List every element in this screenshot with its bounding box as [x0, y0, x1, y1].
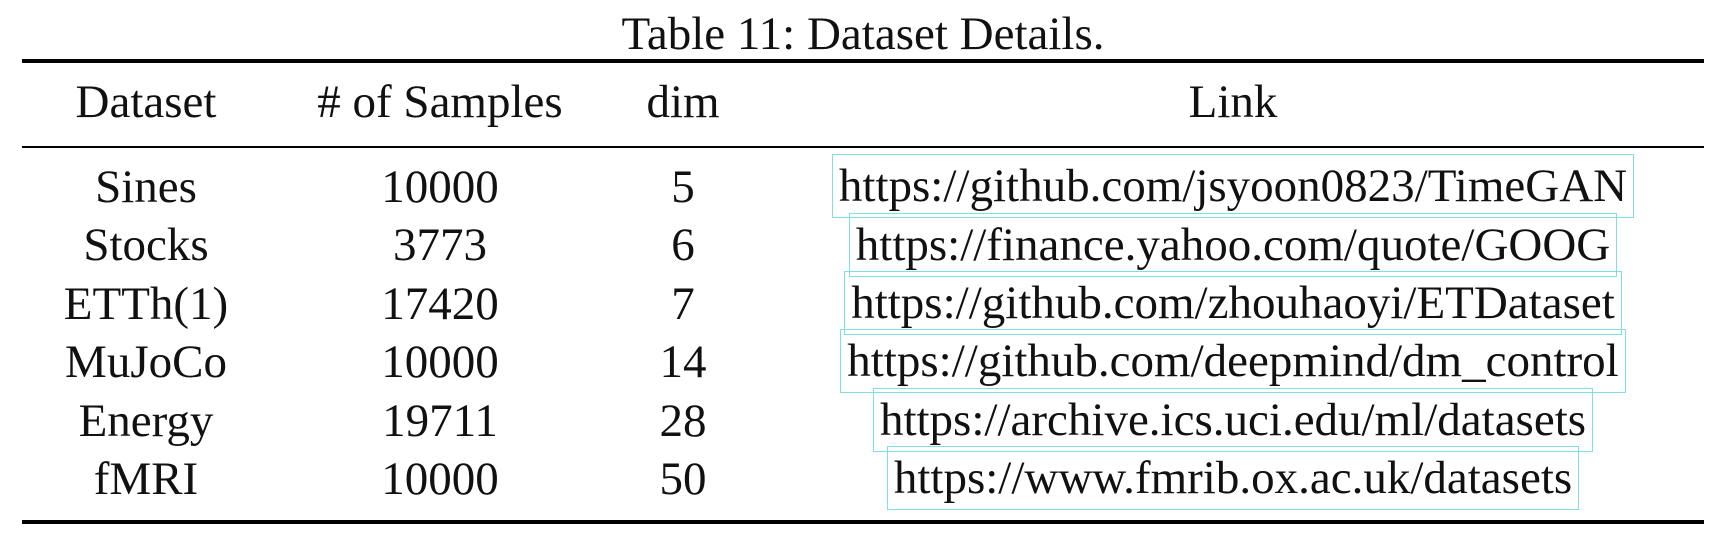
- dim-cell: 14: [659, 336, 707, 389]
- link-cell: https://finance.yahoo.com/quote/GOOG: [773, 212, 1693, 277]
- dataset-link[interactable]: https://github.com/zhouhaoyi/ETDataset: [844, 270, 1622, 335]
- table-row: Stocks 3773 6 https://finance.yahoo.com/…: [0, 212, 1726, 277]
- dataset-link[interactable]: https://www.fmrib.ox.ac.uk/datasets: [886, 446, 1580, 511]
- dataset-cell: ETTh(1): [63, 277, 229, 330]
- link-cell: https://www.fmrib.ox.ac.uk/datasets: [773, 446, 1693, 511]
- dim-cell: 28: [659, 394, 707, 447]
- link-cell: https://github.com/zhouhaoyi/ETDataset: [773, 270, 1693, 335]
- samples-cell: 19711: [382, 394, 498, 447]
- bottom-rule: [22, 520, 1704, 524]
- dim-cell: 50: [659, 452, 707, 505]
- header-dim: dim: [646, 76, 720, 128]
- samples-cell: 10000: [381, 161, 499, 213]
- link-cell: https://github.com/jsyoon0823/TimeGAN: [773, 154, 1693, 219]
- header-dataset: Dataset: [75, 76, 217, 128]
- table-row: MuJoCo 10000 14 https://github.com/deepm…: [0, 329, 1726, 394]
- dataset-cell: Energy: [78, 394, 214, 447]
- table-row: ETTh(1) 17420 7 https://github.com/zhouh…: [0, 270, 1726, 335]
- dim-cell: 6: [671, 219, 695, 272]
- dataset-cell: MuJoCo: [65, 336, 227, 389]
- link-cell: https://archive.ics.uci.edu/ml/datasets: [773, 387, 1693, 452]
- samples-cell: 17420: [381, 277, 499, 330]
- dataset-link[interactable]: https://archive.ics.uci.edu/ml/datasets: [872, 387, 1594, 452]
- dataset-link[interactable]: https://github.com/deepmind/dm_control: [840, 329, 1626, 394]
- table-row: Energy 19711 28 https://archive.ics.uci.…: [0, 387, 1726, 452]
- top-rule: [22, 59, 1704, 63]
- table-row: Sines 10000 5 https://github.com/jsyoon0…: [0, 154, 1726, 219]
- dim-cell: 5: [671, 161, 695, 213]
- header-rule: [22, 146, 1704, 148]
- dataset-link[interactable]: https://github.com/jsyoon0823/TimeGAN: [831, 154, 1635, 219]
- dataset-cell: fMRI: [93, 452, 199, 505]
- table-row: fMRI 10000 50 https://www.fmrib.ox.ac.uk…: [0, 446, 1726, 511]
- samples-cell: 10000: [381, 336, 499, 389]
- header-samples: # of Samples: [317, 76, 563, 128]
- table-body: Sines 10000 5 https://github.com/jsyoon0…: [0, 154, 1726, 511]
- samples-cell: 10000: [381, 452, 499, 505]
- table-caption: Table 11: Dataset Details.: [621, 8, 1105, 60]
- dataset-cell: Stocks: [83, 219, 209, 272]
- dataset-link[interactable]: https://finance.yahoo.com/quote/GOOG: [848, 212, 1618, 277]
- dim-cell: 7: [671, 277, 695, 330]
- samples-cell: 3773: [393, 219, 487, 272]
- header-link: Link: [1188, 76, 1278, 128]
- dataset-cell: Sines: [95, 161, 197, 213]
- link-cell: https://github.com/deepmind/dm_control: [773, 329, 1693, 394]
